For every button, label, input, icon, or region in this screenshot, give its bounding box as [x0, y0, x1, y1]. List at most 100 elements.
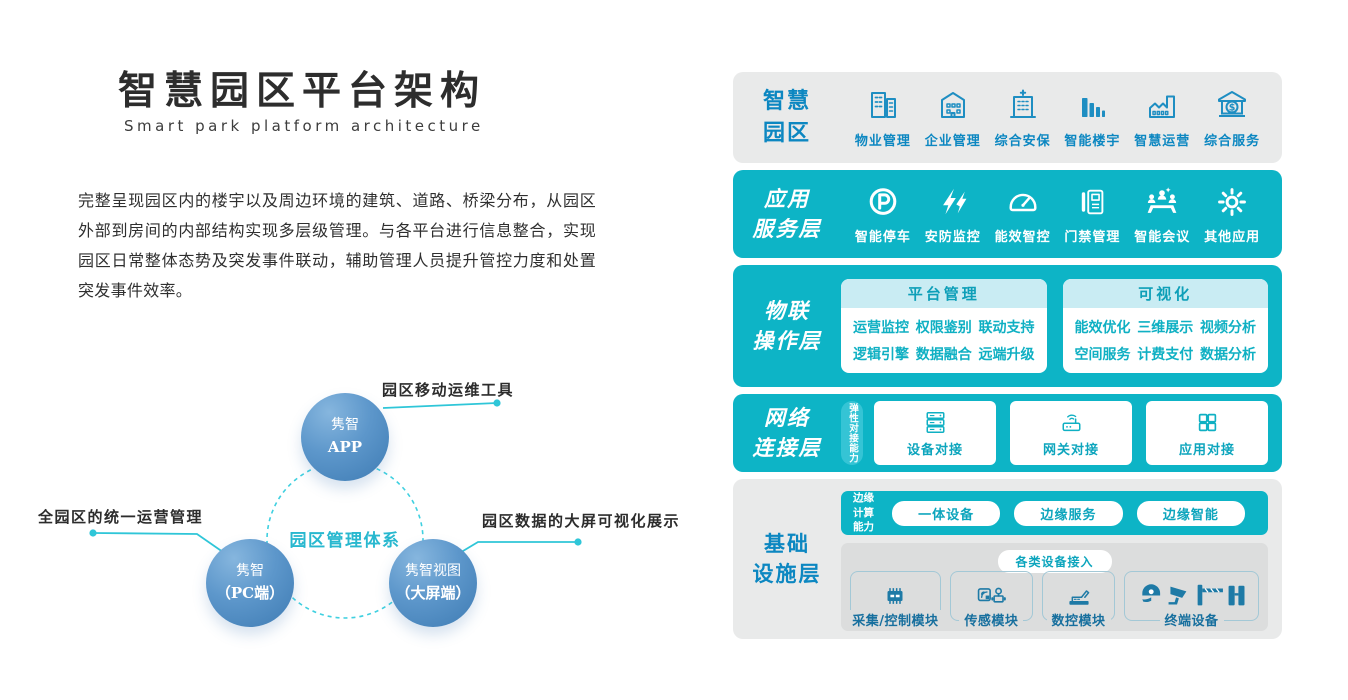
feature-row: 逻辑引擎 数据融合 远端升级 [853, 344, 1035, 364]
item-property-management: 物业管理 [855, 87, 911, 149]
item-other-apps: 其他应用 [1204, 183, 1260, 245]
card-device-connection: 设备对接 [874, 401, 996, 465]
security-building-icon [1005, 87, 1041, 123]
energy-gauge-icon [1006, 185, 1040, 219]
parking-icon [866, 185, 900, 219]
item-smart-operations: 智慧运营 [1134, 87, 1190, 149]
callout-dot-pc [89, 529, 97, 537]
cnc-machine-icon [1064, 581, 1094, 611]
callout-app: 园区移动运维工具 [382, 381, 515, 399]
node-app-name: 隽智 [331, 417, 359, 434]
layer-smart-park-label: 智慧 园区 [762, 88, 811, 146]
pill-edge-service: 边缘服务 [1014, 500, 1123, 526]
feature-term: 视频分析 [1200, 320, 1256, 337]
device-access-tag: 各类设备接入 [997, 550, 1112, 573]
gear-icon [1215, 185, 1249, 219]
pill-all-in-one-device: 一体设备 [892, 500, 1001, 526]
card-app-connection: 应用对接 [1146, 401, 1268, 465]
server-stack-icon [922, 409, 949, 436]
item-integrated-security: 综合安保 [995, 87, 1051, 149]
feature-row: 运营监控 权限鉴别 联动支持 [853, 317, 1035, 337]
node-pc: 隽智 （PC端） [206, 539, 294, 627]
card-platform-management: 平台管理 运营监控 权限鉴别 联动支持 逻辑引擎 数据融合 远端升级 [841, 279, 1047, 373]
elastic-connection-tag: 弹性对接能力 [841, 401, 863, 465]
layer-network-connection: 网络 连接层 弹性对接能力 设备对接 网关对接 应用对接 [733, 394, 1282, 472]
card-visualization: 可视化 能效优化 三维展示 视频分析 空间服务 计费支付 数据分析 [1062, 279, 1268, 373]
node-bigscreen: 隽智视图 （大屏端） [389, 539, 477, 627]
feature-row: 空间服务 计费支付 数据分析 [1075, 344, 1257, 364]
layer-iot-operation-label: 物联 操作层 [752, 298, 822, 353]
node-pc-name: 隽智 [236, 563, 264, 580]
page-title: 智慧园区平台架构 [118, 69, 487, 114]
feature-term: 逻辑引擎 [853, 346, 909, 363]
access-control-icon [1075, 185, 1109, 219]
property-buildings-icon [865, 87, 901, 123]
layer-smart-park: 智慧 园区 物业管理 企业管理 综合安保 智能楼宇 智慧运营 [733, 72, 1282, 163]
security-monitoring-icon [936, 185, 970, 219]
description-paragraph: 完整呈现园区内的楼宇以及周边环境的建筑、道路、桥梁分布，从园区外部到房间的内部结… [78, 191, 596, 300]
financial-service-icon [1214, 87, 1250, 123]
architecture-layer-stack: 智慧 园区 物业管理 企业管理 综合安保 智能楼宇 智慧运营 [733, 72, 1282, 639]
feature-row: 能效优化 三维展示 视频分析 [1075, 317, 1257, 337]
layer-infrastructure-label: 基础 设施层 [752, 531, 822, 586]
box-sensor-module: 传感模块 [949, 571, 1033, 629]
feature-term: 三维展示 [1137, 320, 1194, 337]
layer-network-label: 网络 连接层 [752, 405, 822, 460]
pill-edge-intelligence: 边缘智能 [1136, 500, 1245, 526]
smart-park-items: 物业管理 企业管理 综合安保 智能楼宇 智慧运营 综合服务 [841, 72, 1282, 163]
device-access-band: 各类设备接入 采集/控制模块 传感模块 数控模块 [841, 543, 1268, 631]
node-app: 隽智 APP [301, 393, 389, 481]
app-grid-icon [1194, 409, 1221, 436]
item-smart-building: 智能楼宇 [1064, 87, 1120, 149]
item-enterprise-management: 企业管理 [925, 87, 981, 149]
operations-factory-icon [1144, 87, 1180, 123]
callout-pc: 全园区的统一运营管理 [38, 508, 204, 526]
feature-term: 数据融合 [915, 346, 972, 363]
iot-operation-cards: 平台管理 运营监控 权限鉴别 联动支持 逻辑引擎 数据融合 远端升级 可视化 [841, 265, 1282, 387]
node-pc-sub: （PC端） [215, 584, 285, 603]
feature-term: 远端升级 [978, 346, 1035, 363]
box-cnc-module: 数控模块 [1042, 571, 1116, 629]
gateway-router-icon [1058, 409, 1085, 436]
smart-meeting-icon [1145, 185, 1179, 219]
page-subtitle: Smart park platform architecture [124, 117, 484, 135]
chip-icon [880, 581, 910, 611]
network-cards: 设备对接 网关对接 应用对接 [874, 401, 1282, 465]
diagram-center-label: 园区管理体系 [289, 531, 401, 551]
feature-term: 数据分析 [1200, 346, 1256, 363]
callout-dot-app [493, 399, 501, 407]
item-smart-parking: 智能停车 [855, 183, 911, 245]
feature-term: 联动支持 [978, 320, 1035, 337]
feature-term: 能效优化 [1074, 320, 1131, 337]
node-bigscreen-sub: （大屏端） [395, 584, 471, 603]
layer-iot-operation: 物联 操作层 平台管理 运营监控 权限鉴别 联动支持 逻辑引擎 数据融合 远端升… [733, 265, 1282, 387]
box-terminal-devices: 终端设备 [1124, 571, 1259, 629]
enterprise-building-icon [935, 87, 971, 123]
layer-infrastructure: 基础 设施层 边缘计算能力 一体设备 边缘服务 边缘智能 各类设备接入 采集/控… [733, 479, 1282, 639]
layer-app-service-label: 应用 服务层 [752, 186, 822, 241]
edge-computing-label: 边缘计算能力 [853, 491, 874, 534]
feature-term: 运营监控 [853, 320, 909, 337]
park-management-diagram: 隽智 APP 隽智 （PC端） 隽智视图 （大屏端） 园区管理体系 园区移动运维… [30, 375, 702, 675]
item-access-control: 门禁管理 [1064, 183, 1120, 245]
card-visualization-title: 可视化 [1062, 279, 1268, 308]
callout-bigscreen: 园区数据的大屏可视化展示 [482, 512, 681, 530]
item-energy-control: 能效智控 [995, 183, 1051, 245]
card-platform-management-title: 平台管理 [841, 279, 1047, 308]
app-service-items: 智能停车 安防监控 能效智控 门禁管理 智能会议 其他应用 [841, 170, 1282, 258]
node-bigscreen-name: 隽智视图 [405, 563, 461, 580]
item-smart-meeting: 智能会议 [1134, 183, 1190, 245]
smart-building-bars-icon [1074, 87, 1110, 123]
box-collection-control-module: 采集/控制模块 [847, 571, 944, 629]
terminal-devices-icon [1131, 581, 1253, 611]
node-app-sub: APP [327, 438, 363, 457]
item-security-monitoring: 安防监控 [925, 183, 981, 245]
feature-term: 空间服务 [1074, 346, 1131, 363]
sensor-icon [975, 580, 1007, 612]
item-integrated-services: 综合服务 [1204, 87, 1260, 149]
callout-dot-screen [574, 538, 582, 546]
feature-term: 权限鉴别 [915, 320, 972, 337]
feature-term: 计费支付 [1137, 346, 1194, 363]
card-gateway-connection: 网关对接 [1010, 401, 1132, 465]
